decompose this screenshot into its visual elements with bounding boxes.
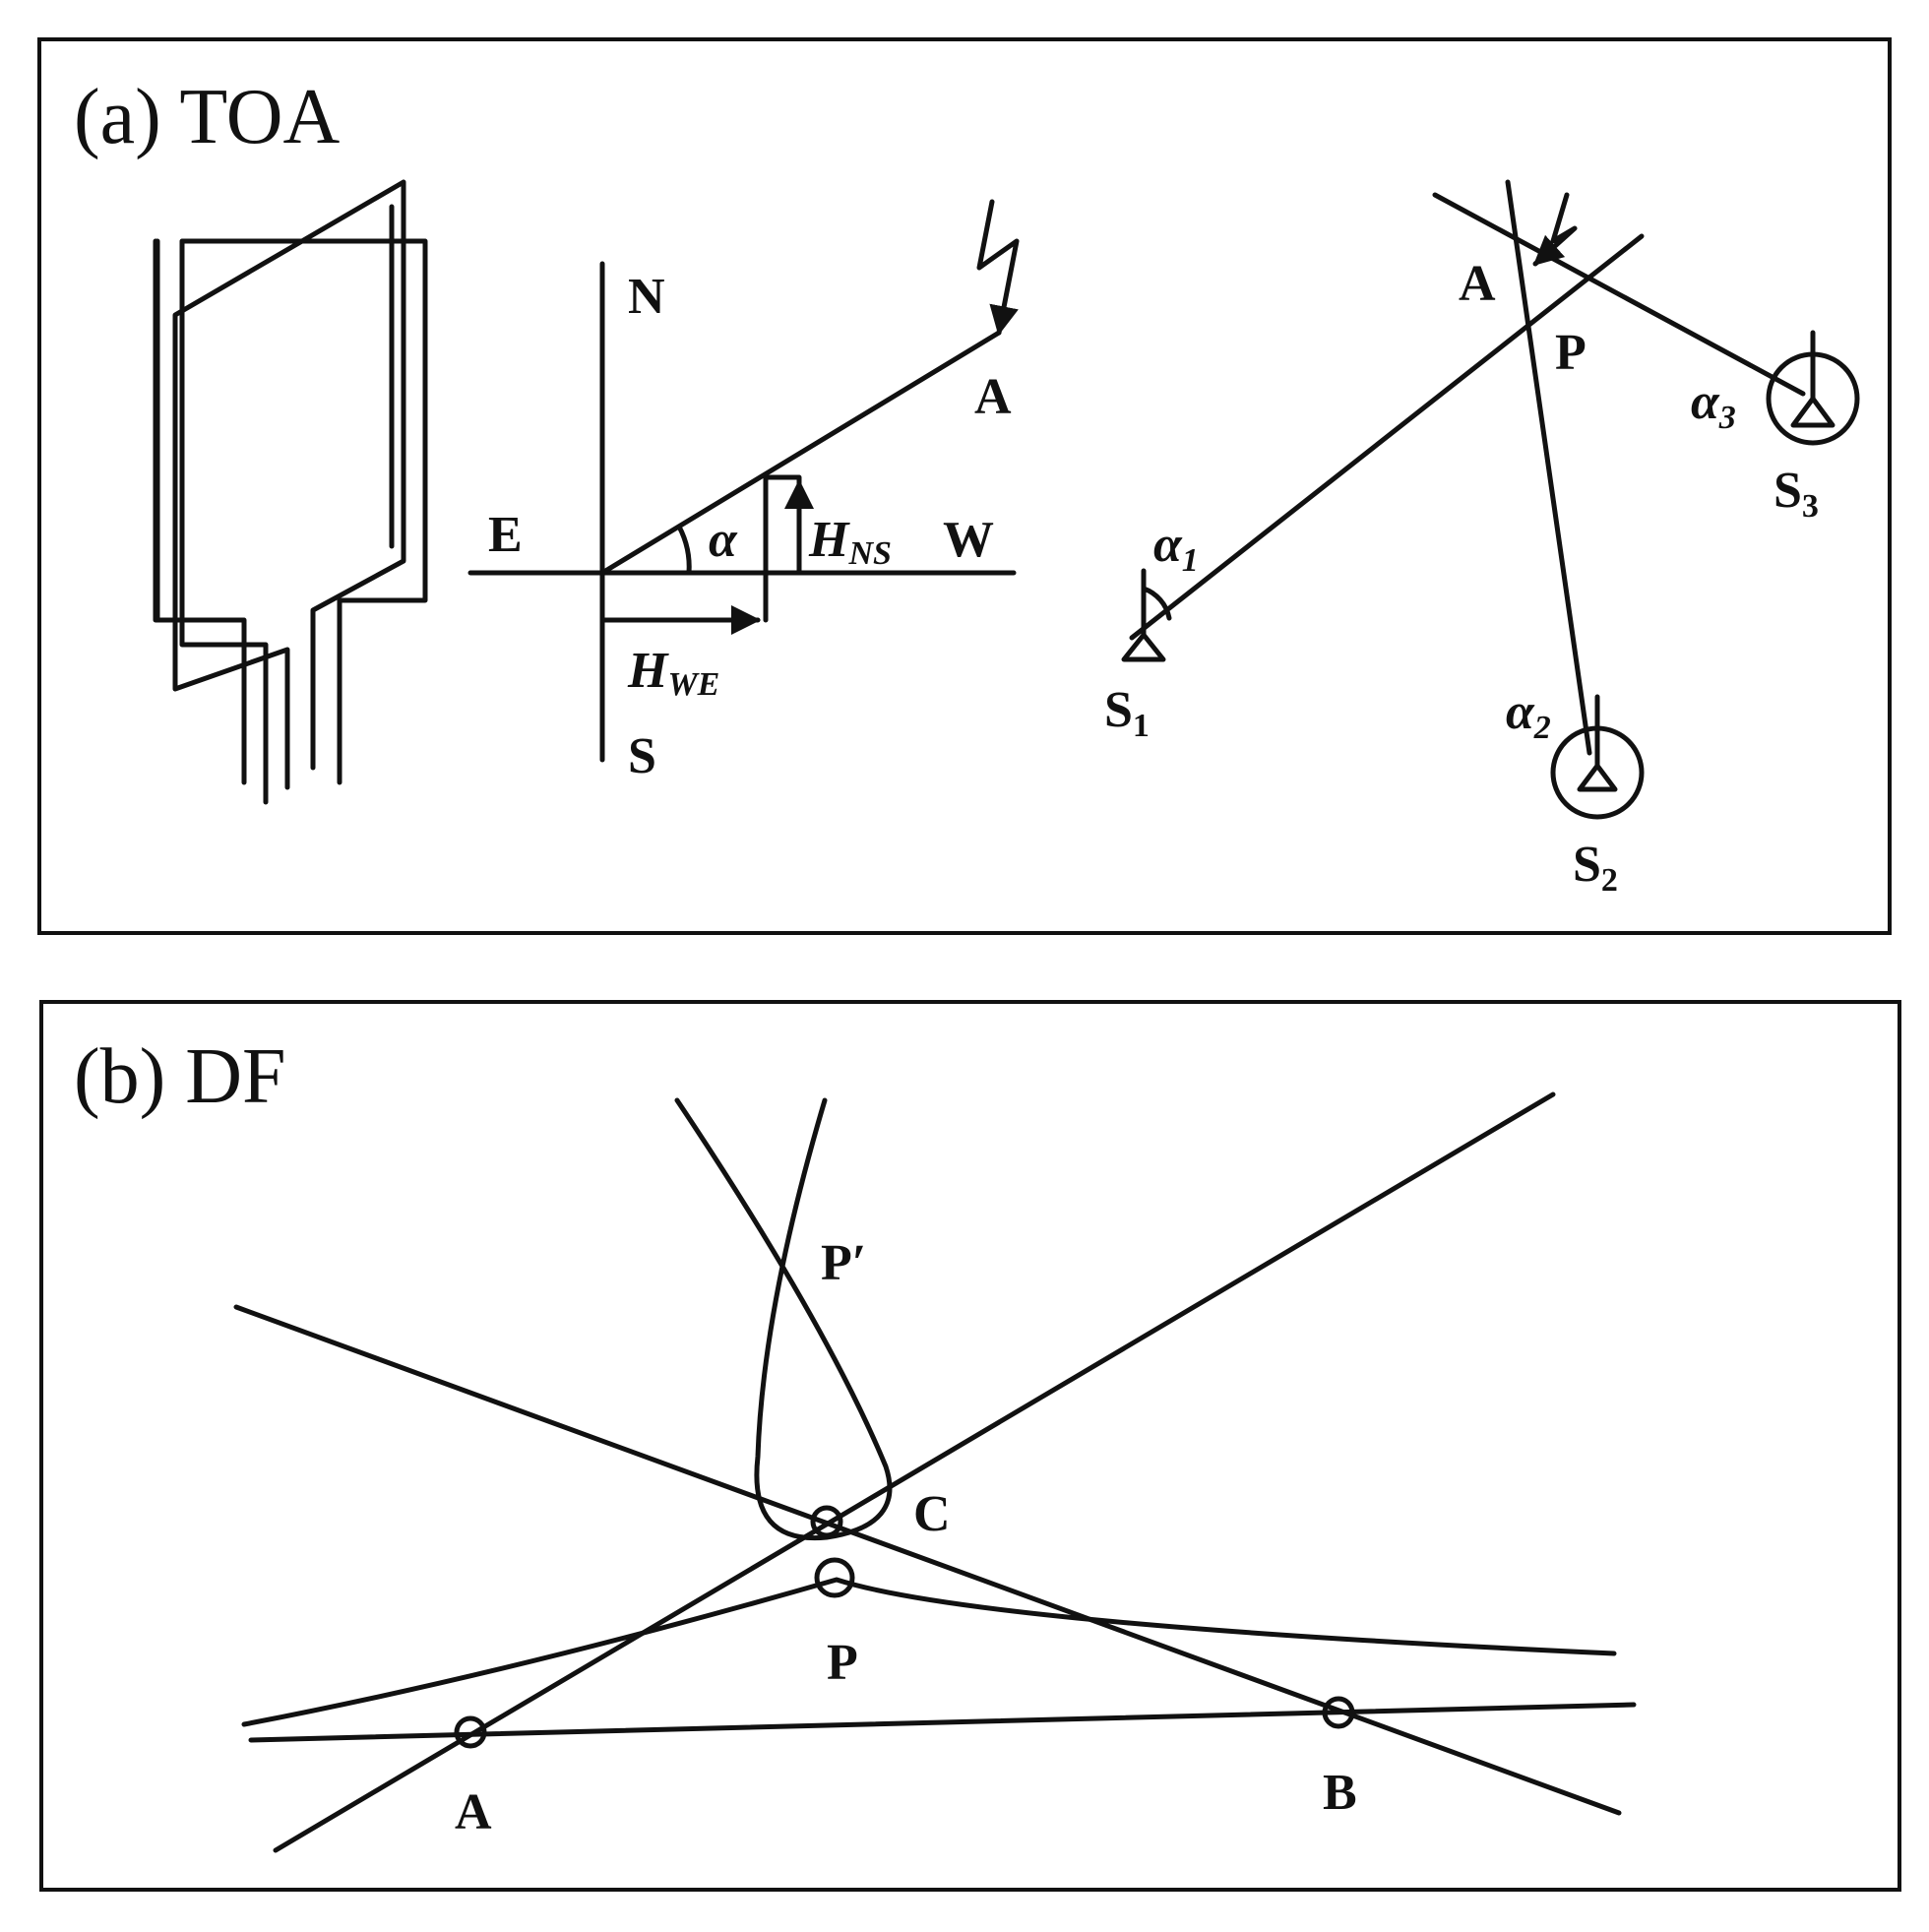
alpha-1-arc [1141,586,1172,621]
label-triangulation-p: P [1555,325,1587,381]
bearing-line-s1 [1129,233,1645,641]
point-b-marker [1322,1696,1355,1729]
curve-through-p [241,1577,1617,1727]
antenna-loop-rectangular [179,238,428,805]
panel-b: (b) DF P′ C P A B [39,1000,1901,1892]
label-c: C [913,1486,951,1542]
label-p-prime: P′ [821,1235,866,1291]
station-s2-icon [1577,763,1618,792]
label-west: W [943,512,994,568]
alpha-arc [676,524,692,576]
station-s1-icon [1121,632,1166,662]
label-alpha-3: α3 [1691,374,1736,436]
point-a-marker [454,1715,487,1749]
lightning-icon-2 [1532,192,1578,267]
df-points [454,1505,1355,1749]
antenna-loop-rectangular-inner [153,238,247,785]
label-h-ns: HNS [808,512,892,572]
panel-a-frame [37,37,1892,935]
df-lines [233,1091,1637,1853]
label-point-a: A [974,369,1012,425]
line-c-b [233,1304,1622,1816]
label-alpha-2: α2 [1506,684,1551,746]
antenna-loop-slanted-inner [155,204,395,623]
point-p-marker [814,1557,855,1598]
h-ns-arrow [763,474,802,623]
line-a-b [248,1702,1637,1743]
bearing-diagram: N S E W A α HNS HWE [467,199,1020,784]
panel-b-title: (b) DF [74,1033,286,1120]
label-triangulation-a: A [1459,256,1496,312]
label-a: A [455,1784,492,1840]
crossed-loop-antenna [153,179,428,805]
label-p: P [827,1635,858,1691]
triangulation-diagram: A P S1 S2 S3 α1 α2 α3 [1104,179,1860,899]
panel-b-frame [39,1000,1901,1892]
label-h-we: HWE [627,643,719,703]
panel-a: (a) TOA N S E W A α HNS HWE [37,37,1892,935]
label-station-s1: S1 [1104,682,1150,744]
label-station-s2: S2 [1573,837,1618,899]
label-alpha-1: α1 [1153,517,1199,579]
station-s3-icon [1790,396,1836,428]
antenna-loop-slanted [172,179,406,790]
point-c-marker [810,1505,843,1538]
label-south: S [628,728,656,784]
bearing-line-s2 [1505,179,1592,756]
bearing-line [599,330,1002,576]
bearing-line-s3 [1432,192,1806,397]
label-north: N [628,269,665,325]
label-alpha: α [709,512,738,568]
panel-a-title: (a) TOA [74,74,341,160]
label-station-s3: S3 [1773,463,1819,525]
lightning-icon [976,199,1020,336]
line-a-c [273,1091,1556,1853]
label-east: E [488,507,523,563]
label-b: B [1323,1765,1357,1821]
curve-p-prime [674,1097,893,1541]
